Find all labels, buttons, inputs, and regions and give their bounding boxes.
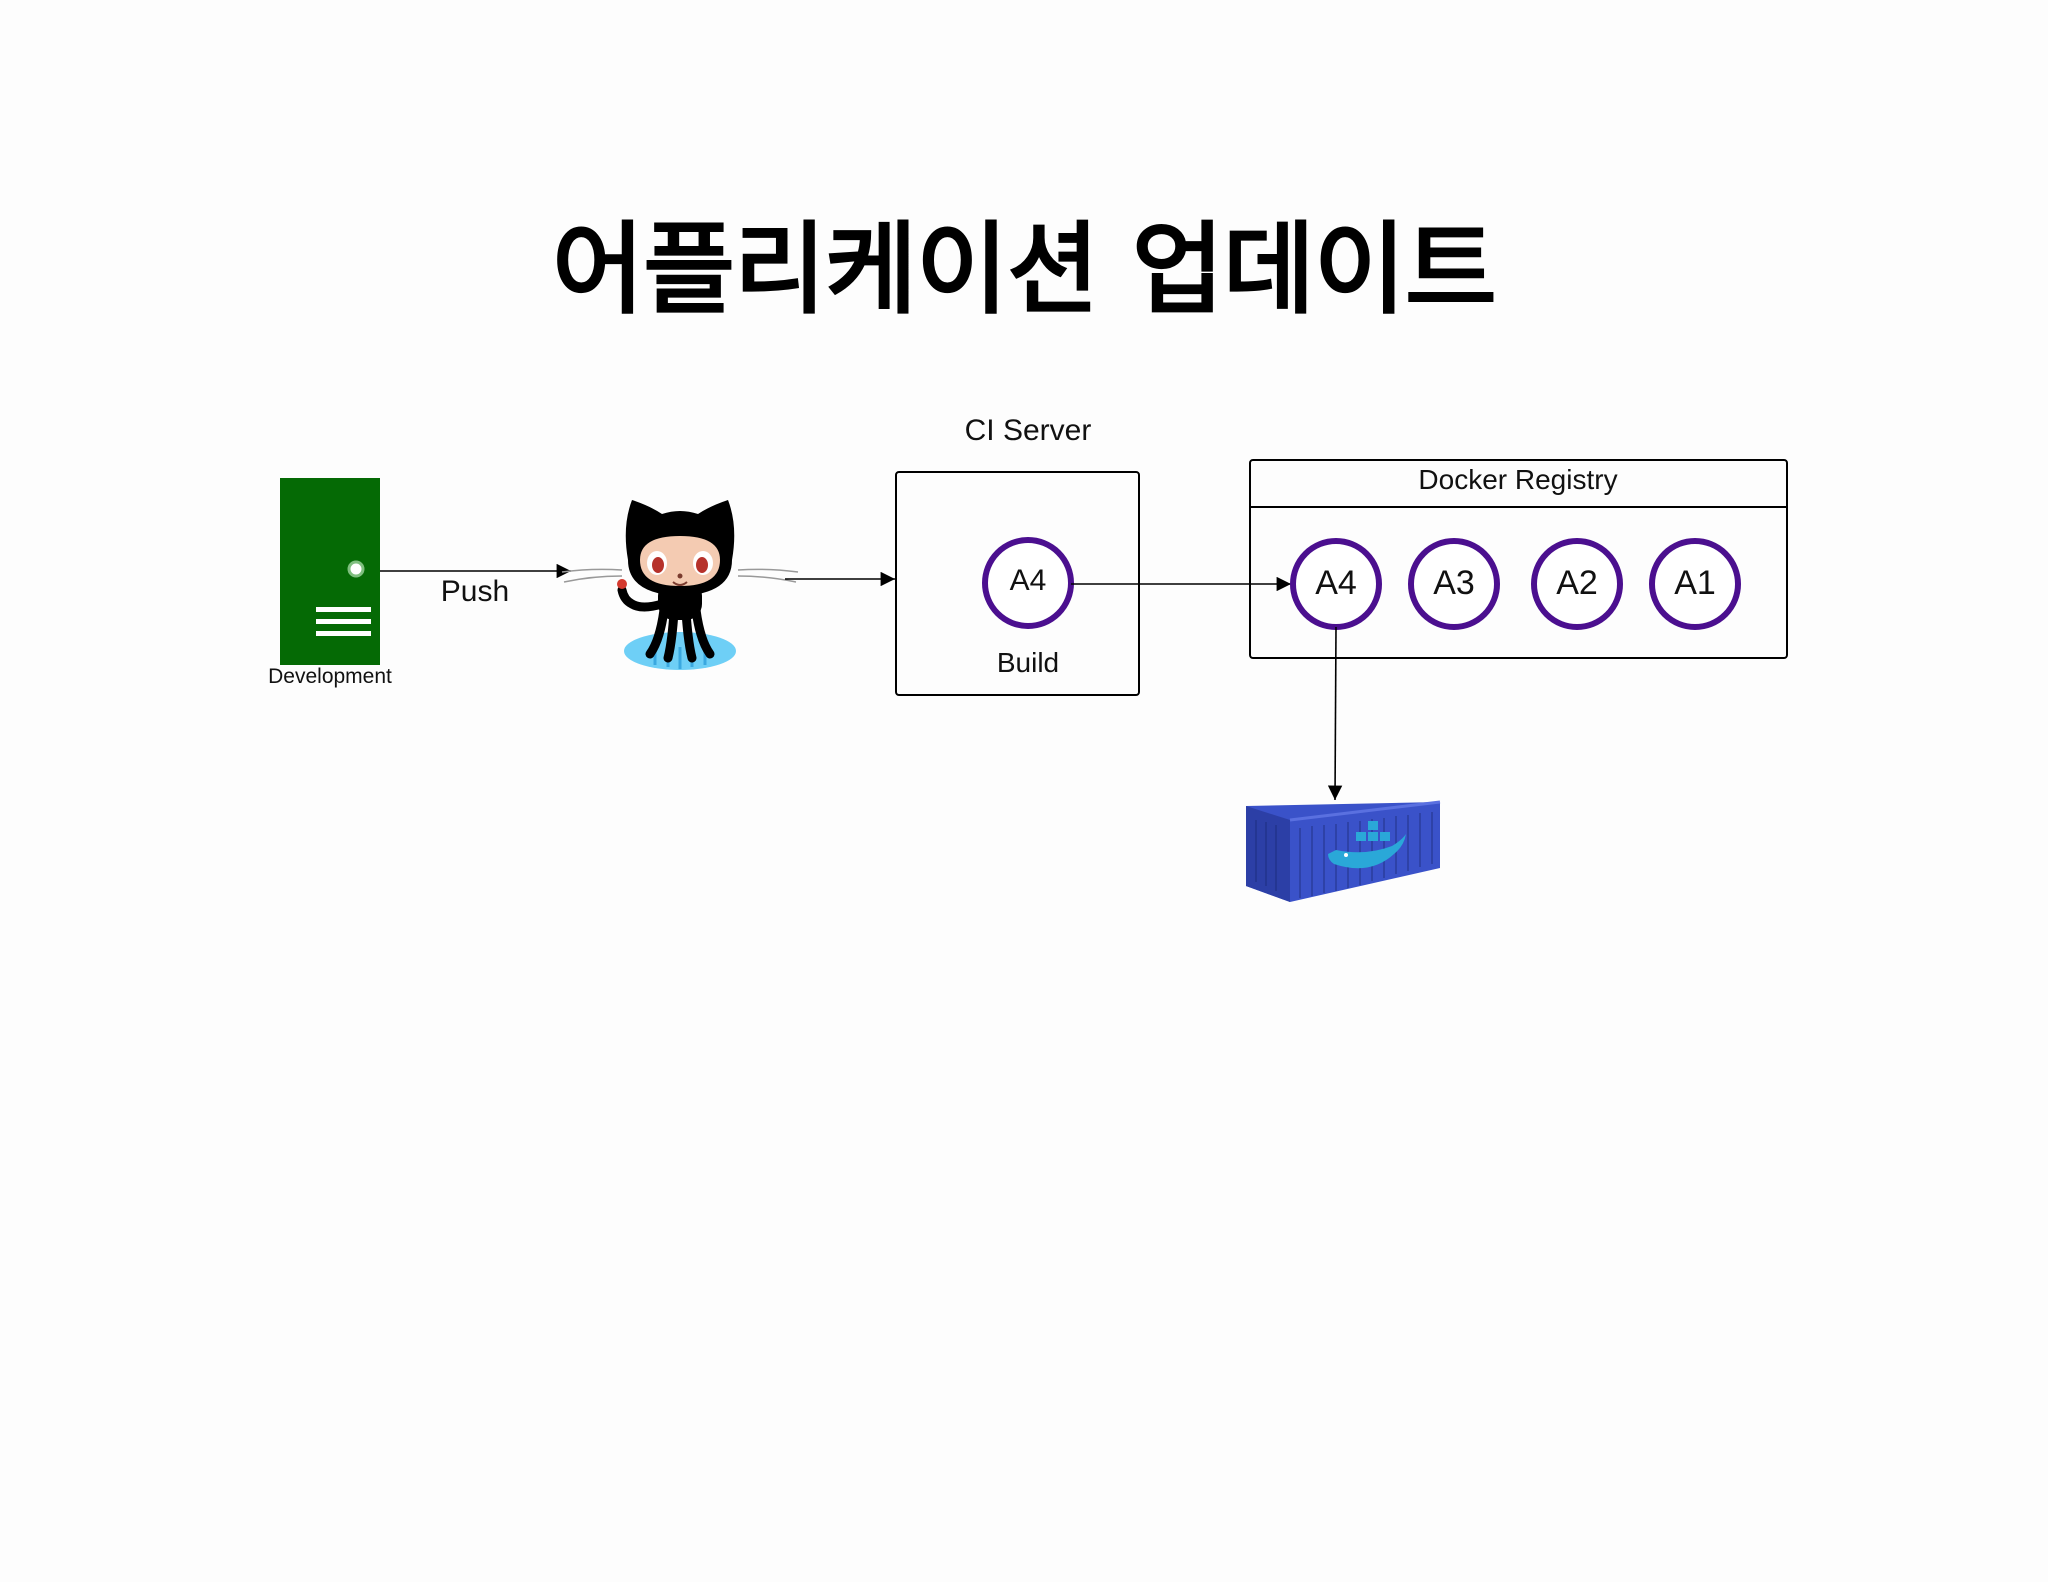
page-title: 어플리케이션 업데이트 [552,211,1497,328]
registry-box [1249,459,1788,659]
ci-artifact-label: A4 [1010,564,1047,597]
docker-container-icon [1246,800,1441,902]
ci-build-label: Build [997,647,1059,678]
registry-image-a1: A1 [1649,538,1741,630]
octocat-icon [561,500,799,670]
registry-title: Docker Registry [1418,464,1617,495]
server-icon [280,478,380,665]
ci-server-title: CI Server [965,414,1092,447]
ci-artifact-circle [982,537,1074,629]
registry-image-a2: A2 [1531,538,1623,630]
registry-image-a3: A3 [1408,538,1500,630]
development-label: Development [268,665,392,688]
registry-image-label: A2 [1556,564,1598,602]
registry-to-container-arrow [1327,626,1343,801]
registry-image-label: A1 [1674,564,1716,602]
registry-image-label: A4 [1315,564,1357,602]
registry-image-a4: A4 [1290,538,1382,630]
registry-image-label: A3 [1433,564,1475,602]
push-label: Push [441,575,509,608]
